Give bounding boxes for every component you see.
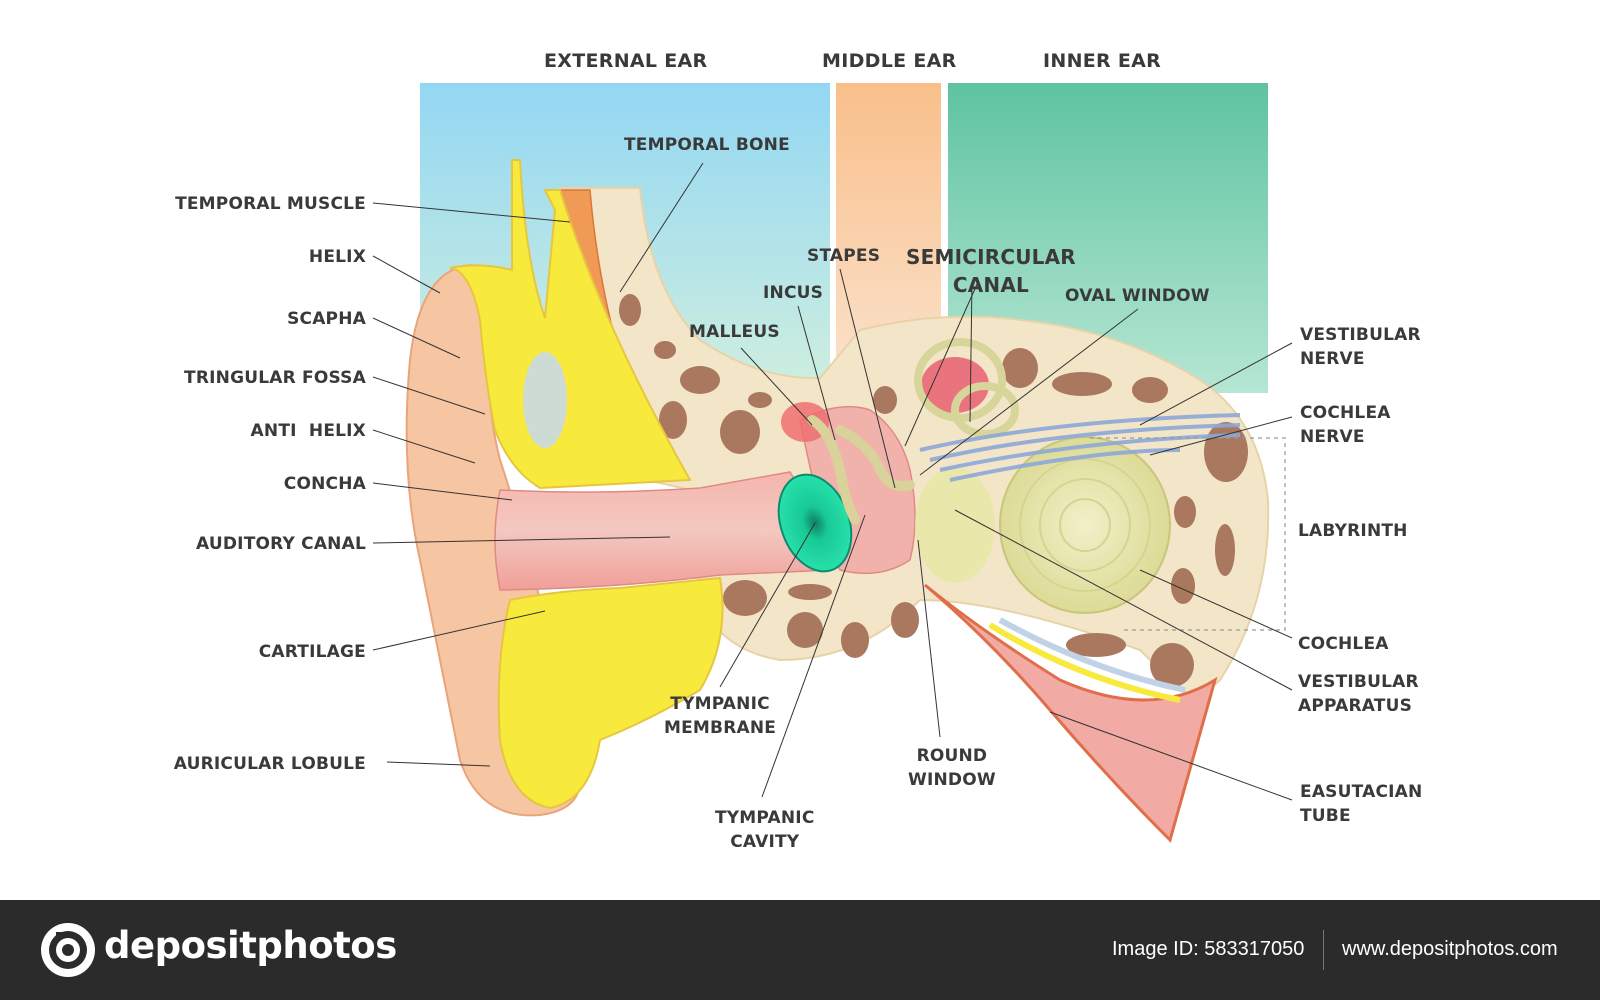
label-temporal-muscle: TEMPORAL MUSCLE: [175, 194, 366, 214]
auditory-canal: [494, 471, 831, 591]
label-eustachian-tube: EASUTACIAN TUBE: [1300, 782, 1423, 826]
label-round-window: ROUND WINDOW: [908, 746, 996, 790]
site-url-link[interactable]: www.depositphotos.com: [1342, 938, 1558, 960]
label-temporal-bone: TEMPORAL BONE: [624, 135, 790, 155]
label-anti-helix: ANTI HELIX: [250, 421, 366, 441]
footer-bar: depositphotos Image ID: 583317050 www.de…: [0, 900, 1600, 1000]
label-cochlea-nerve: COCHLEA NERVE: [1300, 403, 1391, 447]
malleus-red-mass: [781, 402, 829, 442]
label-concha: CONCHA: [283, 474, 366, 494]
bone-spots: [619, 294, 1248, 687]
camera-logo-icon: [41, 923, 95, 977]
label-auricular-lobule: AURICULAR LOBULE: [173, 754, 366, 774]
header-middle-ear: MIDDLE EAR: [822, 50, 957, 72]
vestibule-shape: [915, 467, 995, 583]
label-helix: HELIX: [308, 247, 366, 267]
header-external-ear: EXTERNAL EAR: [544, 50, 708, 72]
lower-cartilage: [497, 576, 724, 810]
label-stapes: STAPES: [807, 246, 881, 266]
label-tympanic-membrane: TYMPANIC MEMBRANE: [664, 694, 777, 738]
cartilage-hollow: [523, 352, 567, 448]
label-vestibular-nerve: VESTIBULAR NERVE: [1300, 325, 1421, 369]
semicircular-canals: [914, 338, 1019, 438]
header-inner-ear: INNER EAR: [1043, 50, 1162, 72]
label-malleus: MALLEUS: [689, 322, 780, 342]
brand-logo-text: depositphotos: [104, 924, 397, 967]
label-vestibular-apparatus: VESTIBULAR APPARATUS: [1298, 672, 1419, 716]
image-id-text: Image ID: 583317050: [1112, 938, 1305, 960]
label-cartilage: CARTILAGE: [258, 642, 366, 662]
leader-lines: [372, 162, 1293, 801]
label-semicircular-canal: SEMICIRCULAR CANAL: [906, 245, 1076, 297]
upper-cartilage: [449, 159, 692, 490]
label-tympanic-cavity: TYMPANIC CAVITY: [715, 808, 815, 852]
label-scapha: SCAPHA: [287, 309, 366, 329]
ear-anatomy-diagram: [372, 83, 1293, 843]
ossicles: [807, 415, 915, 525]
label-labyrinth: LABYRINTH: [1298, 521, 1408, 541]
cochlea-shape: [999, 436, 1171, 614]
label-incus: INCUS: [763, 283, 824, 303]
label-cochlea: COCHLEA: [1298, 634, 1389, 654]
label-oval-window: OVAL WINDOW: [1065, 286, 1210, 306]
labyrinth-bracket: [1090, 437, 1286, 631]
nerve-bundle: [919, 413, 1241, 482]
eustachian-tube-shape: [924, 583, 1218, 843]
footer-divider: [1323, 930, 1324, 970]
label-triangular-fossa: TRINGULAR FOSSA: [184, 368, 366, 388]
label-auditory-canal: AUDITORY CANAL: [196, 534, 366, 554]
